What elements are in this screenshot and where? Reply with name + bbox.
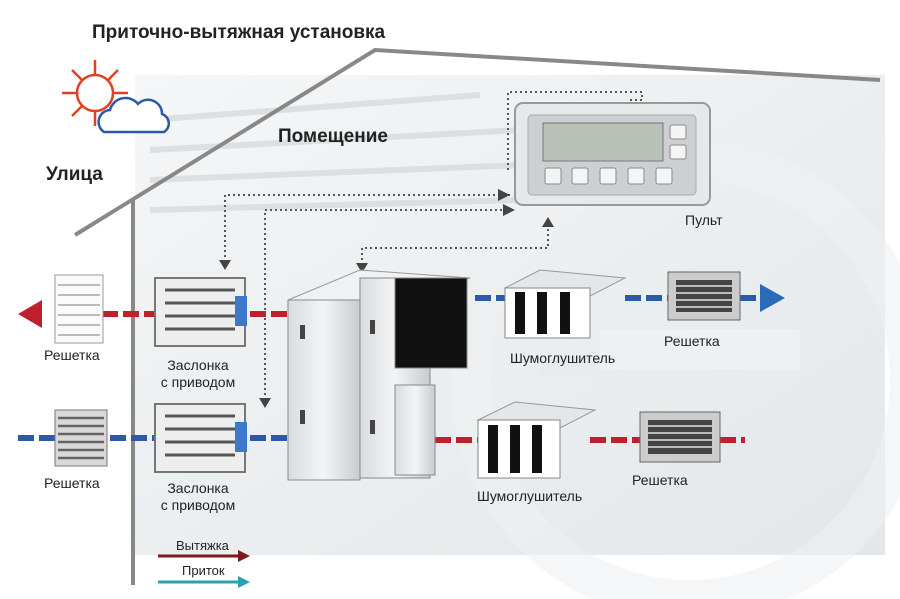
grille-room-bottom-label: Решетка — [632, 472, 688, 488]
damper-bottom-label-line1: Заслонка — [167, 480, 229, 496]
remote-control — [514, 102, 711, 206]
legend-exhaust-arrow — [158, 550, 250, 562]
supply-in-arrow — [760, 284, 785, 312]
silencer-bottom — [476, 401, 597, 479]
silencer-top — [503, 269, 627, 339]
silencer-bottom-label: Шумоглушитель — [477, 488, 583, 504]
grille-outside-top — [54, 274, 104, 344]
grille-room-bottom — [639, 411, 721, 463]
damper-top-label: Заслонка с приводом — [148, 357, 248, 391]
damper-top-label-line2: с приводом — [160, 374, 236, 390]
legend-supply-arrow — [158, 576, 250, 588]
sun-cloud-icon — [62, 60, 171, 134]
exhaust-out-arrow — [18, 300, 42, 328]
damper-top-label-line1: Заслонка — [167, 357, 229, 373]
control-wiring — [224, 91, 643, 400]
damper-bottom-label-line2: с приводом — [160, 497, 236, 513]
grille-outside-top-label: Решетка — [44, 347, 100, 363]
zone-room-label: Помещение — [278, 126, 388, 147]
damper-bottom — [154, 403, 247, 473]
air-handling-unit — [287, 269, 471, 481]
damper-bottom-label: Заслонка с приводом — [148, 480, 248, 514]
house-outline — [73, 47, 881, 585]
silencer-top-label: Шумоглушитель — [510, 350, 616, 366]
damper-top — [154, 277, 247, 347]
grille-room-top — [667, 271, 741, 321]
remote-label: Пульт — [685, 212, 723, 228]
supply-ducts — [18, 295, 760, 441]
grille-room-top-label: Решетка — [664, 333, 720, 349]
legend-supply-label: Приток — [182, 563, 225, 578]
zone-outside-label: Улица — [46, 164, 103, 185]
grille-outside-bottom-label: Решетка — [44, 475, 100, 491]
legend-exhaust-label: Вытяжка — [176, 538, 229, 553]
diagram-title: Приточно-вытяжная установка — [92, 22, 386, 43]
grille-outside-bottom — [54, 409, 108, 467]
